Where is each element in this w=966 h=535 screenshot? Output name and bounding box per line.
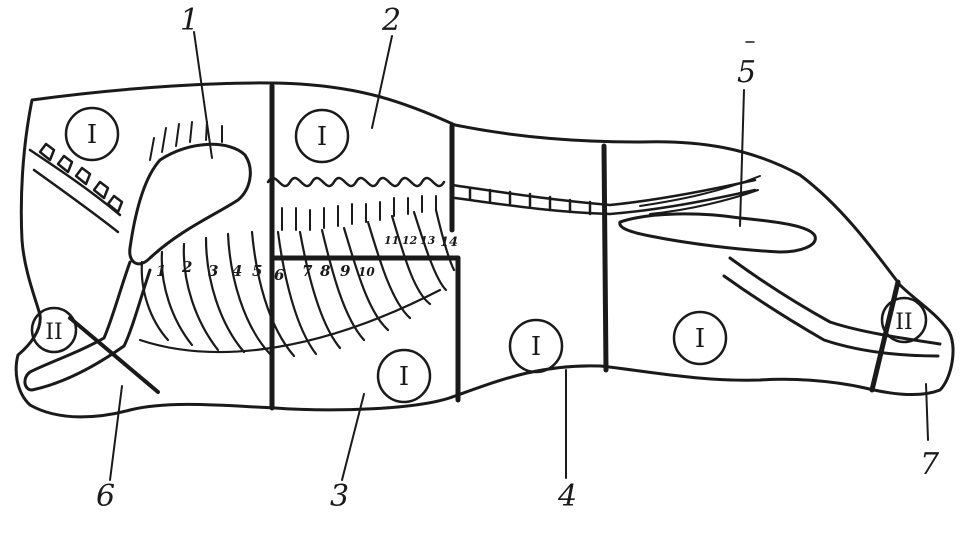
rib-number: 8 — [320, 262, 331, 280]
hind-femur — [722, 256, 942, 358]
svg-text:I: I — [87, 120, 97, 150]
scapula-spines — [149, 121, 223, 161]
cut-line-flank — [601, 143, 609, 373]
callout-7: 7 — [920, 447, 940, 482]
rib-number: 9 — [340, 262, 351, 280]
svg-text:I: I — [531, 332, 541, 362]
leader-2 — [371, 35, 393, 129]
leader-1 — [193, 31, 213, 159]
leader-5 — [739, 89, 745, 227]
leader-6 — [109, 385, 123, 481]
grade-mark-brisket: I — [376, 348, 432, 404]
rib-number: 13 — [420, 234, 436, 247]
callout-6: 6 — [96, 479, 115, 514]
svg-text:II: II — [45, 320, 62, 345]
rib-number: 4 — [232, 262, 242, 280]
svg-text:I: I — [399, 362, 409, 392]
callout-3: 3 — [330, 479, 349, 514]
rib-number: 6 — [274, 266, 285, 284]
rib-cage — [138, 208, 456, 358]
rib-number: 7 — [302, 262, 313, 280]
svg-text:II: II — [895, 310, 912, 335]
rib-number: 5 — [252, 262, 262, 280]
carcass-outline — [14, 81, 955, 419]
leader-7 — [925, 383, 929, 441]
hind-tail-bones — [639, 175, 761, 215]
callout-5: 5 — [737, 55, 756, 90]
rib-number: 12 — [402, 234, 418, 247]
callout-2: 2 — [381, 3, 401, 38]
rib-tips-upper — [281, 195, 437, 231]
grade-mark-neck: I — [64, 106, 120, 162]
grade-mark-back: I — [294, 108, 350, 164]
rib-number: 2 — [181, 258, 192, 276]
fore-leg-bone — [23, 260, 152, 392]
svg-text:I: I — [317, 122, 327, 152]
callout-1: 1 — [180, 3, 199, 38]
spine-thoracic — [266, 176, 446, 188]
grade-mark-fore-shank: II — [30, 306, 78, 354]
hind-pelvis — [618, 212, 817, 254]
rib-number: 10 — [358, 265, 375, 279]
cut-line-fore-shank — [68, 316, 160, 394]
grade-mark-hind-shank: II — [880, 296, 928, 344]
rib-number: 11 — [384, 234, 399, 247]
rib-number: 3 — [208, 262, 218, 280]
neck-vertebrae — [28, 142, 124, 234]
leader-3 — [341, 393, 365, 481]
rib-number: 14 — [440, 235, 458, 250]
rib-number: 1 — [156, 262, 166, 280]
scapula — [128, 142, 252, 266]
grade-mark-loin: I — [508, 318, 564, 374]
rib-number-labels: 1 2 3 4 5 6 7 8 9 10 11 12 13 14 — [156, 234, 458, 284]
svg-text:I: I — [695, 324, 705, 354]
spine-lumbar — [450, 178, 757, 216]
grade-mark-rump: I — [672, 310, 728, 366]
callout-4: 4 — [557, 479, 577, 514]
